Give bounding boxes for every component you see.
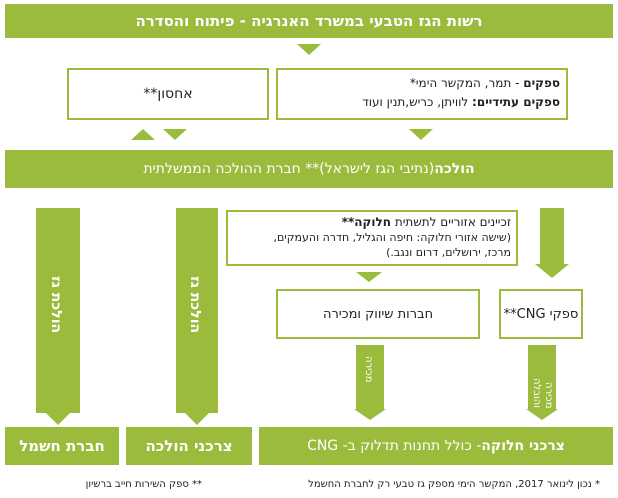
transmission-bar: הולכה (נתיבי הגז לישראל)** חברת ההולכה ה…	[5, 150, 613, 188]
title-text: רשות הגז הטבעי במשרד האנרגיה - פיתוח והס…	[135, 12, 483, 30]
arrow-down-from-storage	[163, 129, 187, 140]
suppliers-line1: ספקים - תמר, המקשר הימי*	[278, 74, 560, 93]
suppliers-box: ספקים - תמר, המקשר הימי* ספקים עתידיים: …	[276, 68, 568, 120]
column-sale-text: מכירה	[363, 356, 374, 383]
column-sale-transport	[528, 345, 556, 409]
arrow-title-to-suppliers	[297, 44, 321, 55]
arrow-up-to-storage	[131, 129, 155, 140]
footnote-right: * נכון לינואר 2017, המקשר הימי מספק גז ט…	[308, 479, 600, 490]
distribution-consumers-desc: - כולל תחנות תדלוק ב- CNG	[307, 438, 482, 454]
future-suppliers-label: ספקים עתידיים:	[472, 95, 560, 109]
column-middle-text: הולכת גז	[187, 276, 203, 334]
storage-box: אחסון**	[67, 68, 269, 120]
distribution-consumers-bar: צרכני חלוקה - כולל תחנות תדלוק ב- CNG	[259, 427, 613, 465]
column-left	[36, 208, 80, 413]
distribution-line2: (שישה אזורי חלוקה: חיפה והגליל, חדרה והע…	[273, 231, 511, 244]
suppliers-list: - תמר, המקשר הימי*	[409, 76, 524, 90]
distribution-line1-bold: חלוקה**	[341, 215, 392, 229]
suppliers-label: ספקים	[523, 76, 560, 90]
suppliers-line2: ספקים עתידיים: לוויתן, כריש,תנין ועוד	[278, 93, 560, 112]
distribution-consumers-label: צרכני חלוקה	[481, 438, 565, 454]
storage-text: אחסון**	[143, 86, 193, 102]
distribution-box: זכיינים אזוריים לתשתית חלוקה** (שישה אזו…	[226, 210, 518, 266]
column-left-text: הולכת גז	[48, 276, 64, 334]
electric-company-text: חברת חשמל	[19, 437, 105, 455]
column-sale	[356, 345, 384, 409]
arrow-to-cng	[535, 264, 569, 278]
future-suppliers-list: לוויתן, כריש,תנין ועוד	[362, 95, 473, 109]
arrow-to-marketing	[356, 272, 382, 282]
distribution-line1-text: זכיינים אזוריים לתשתית	[391, 215, 511, 229]
arrow-column-left	[46, 413, 70, 425]
column-sale-transport-text: מכירה והובלה	[531, 378, 554, 408]
arrow-down-from-suppliers	[409, 129, 433, 140]
distribution-line3: מרכז, ירושלים, דרום ונגב.)	[386, 246, 511, 259]
footnote-left: ** ספק השירות חייב ברשיון	[85, 479, 202, 490]
marketing-box: חברות שיווק ומכירה	[276, 289, 480, 339]
cng-box: ספקי CNG**	[499, 289, 583, 339]
column-to-cng	[540, 208, 564, 264]
transmission-desc: (נתיבי הגז לישראל)** חברת ההולכה הממשלתי…	[143, 161, 435, 177]
distribution-line1: זכיינים אזוריים לתשתית חלוקה**	[228, 215, 511, 230]
arrow-column-sale	[354, 409, 386, 420]
arrow-column-sale-transport	[526, 409, 558, 420]
transmission-label: הולכה	[434, 161, 475, 177]
transmission-consumers-bar: צרכני הולכה	[126, 427, 252, 465]
marketing-text: חברות שיווק ומכירה	[322, 306, 434, 322]
title-bar: רשות הגז הטבעי במשרד האנרגיה - פיתוח והס…	[5, 4, 613, 38]
column-middle	[176, 208, 218, 413]
transmission-consumers-text: צרכני הולכה	[145, 437, 233, 455]
arrow-column-middle	[185, 413, 209, 425]
cng-text: ספקי CNG**	[503, 306, 579, 322]
electric-company-bar: חברת חשמל	[5, 427, 119, 465]
